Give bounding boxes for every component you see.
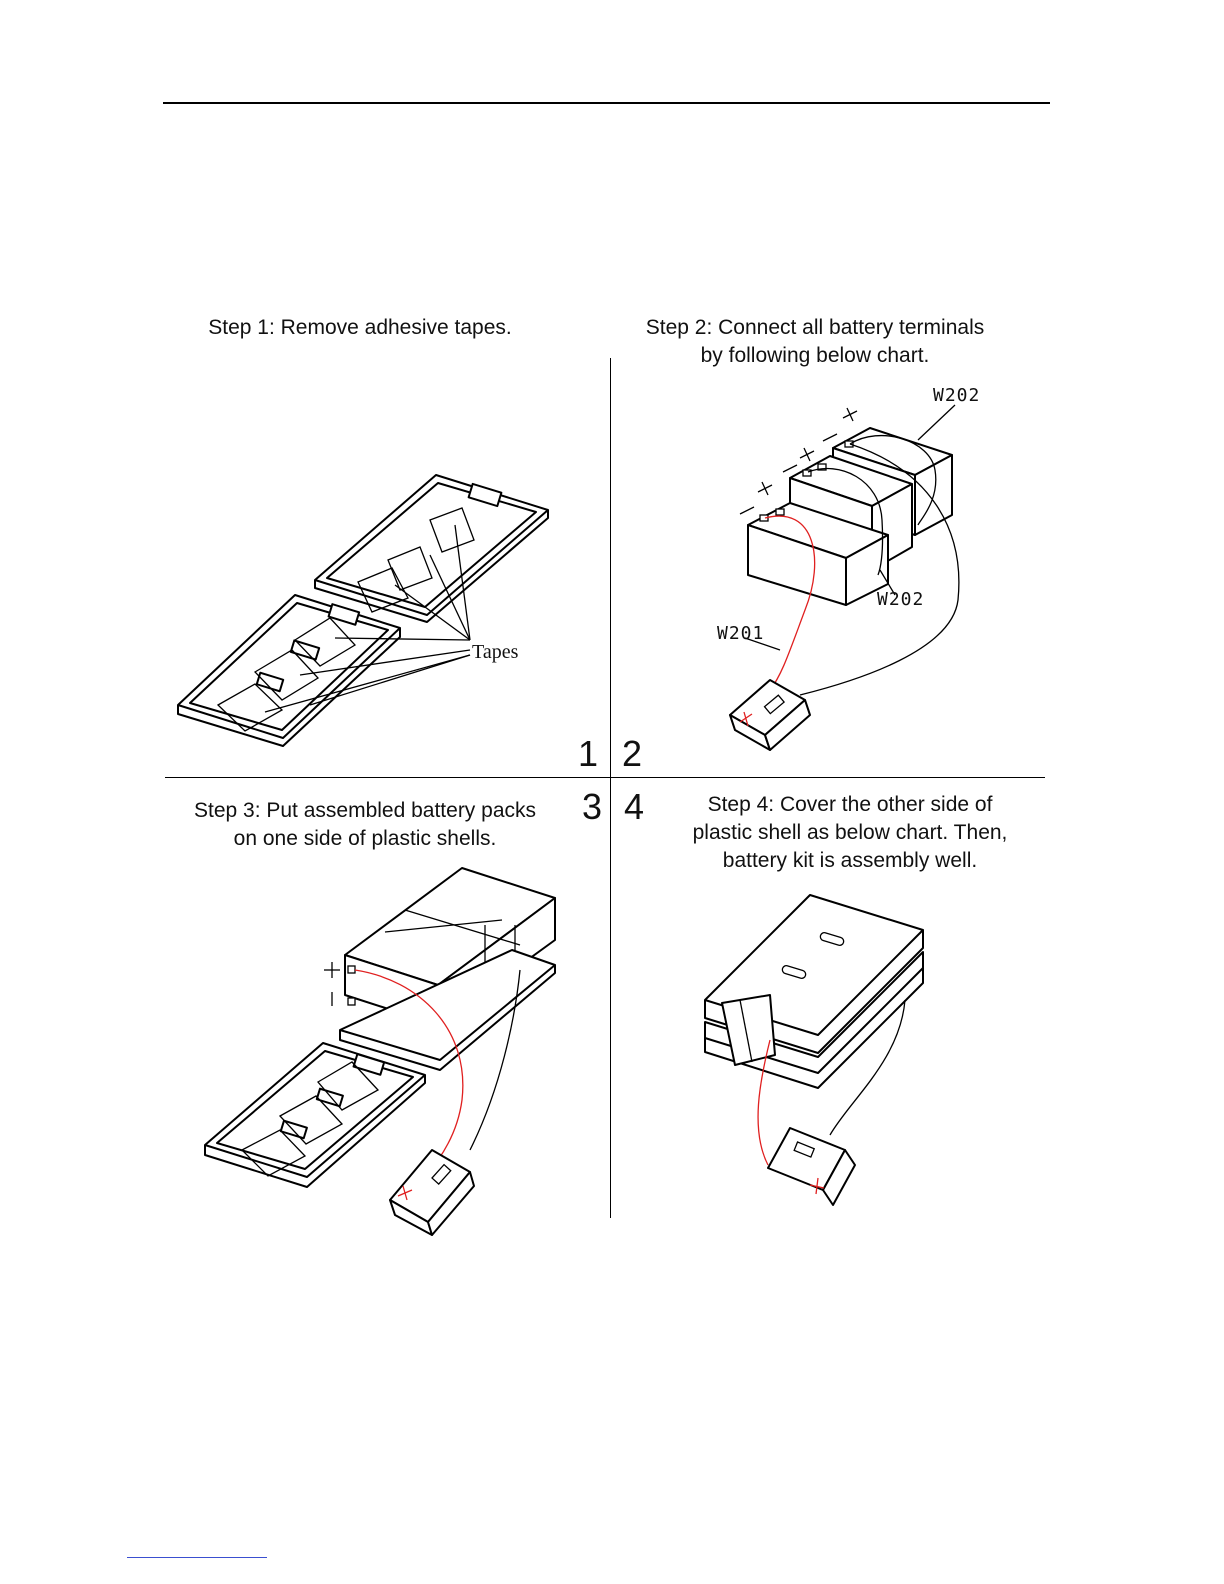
step4-anderson-connector [768, 1128, 855, 1205]
